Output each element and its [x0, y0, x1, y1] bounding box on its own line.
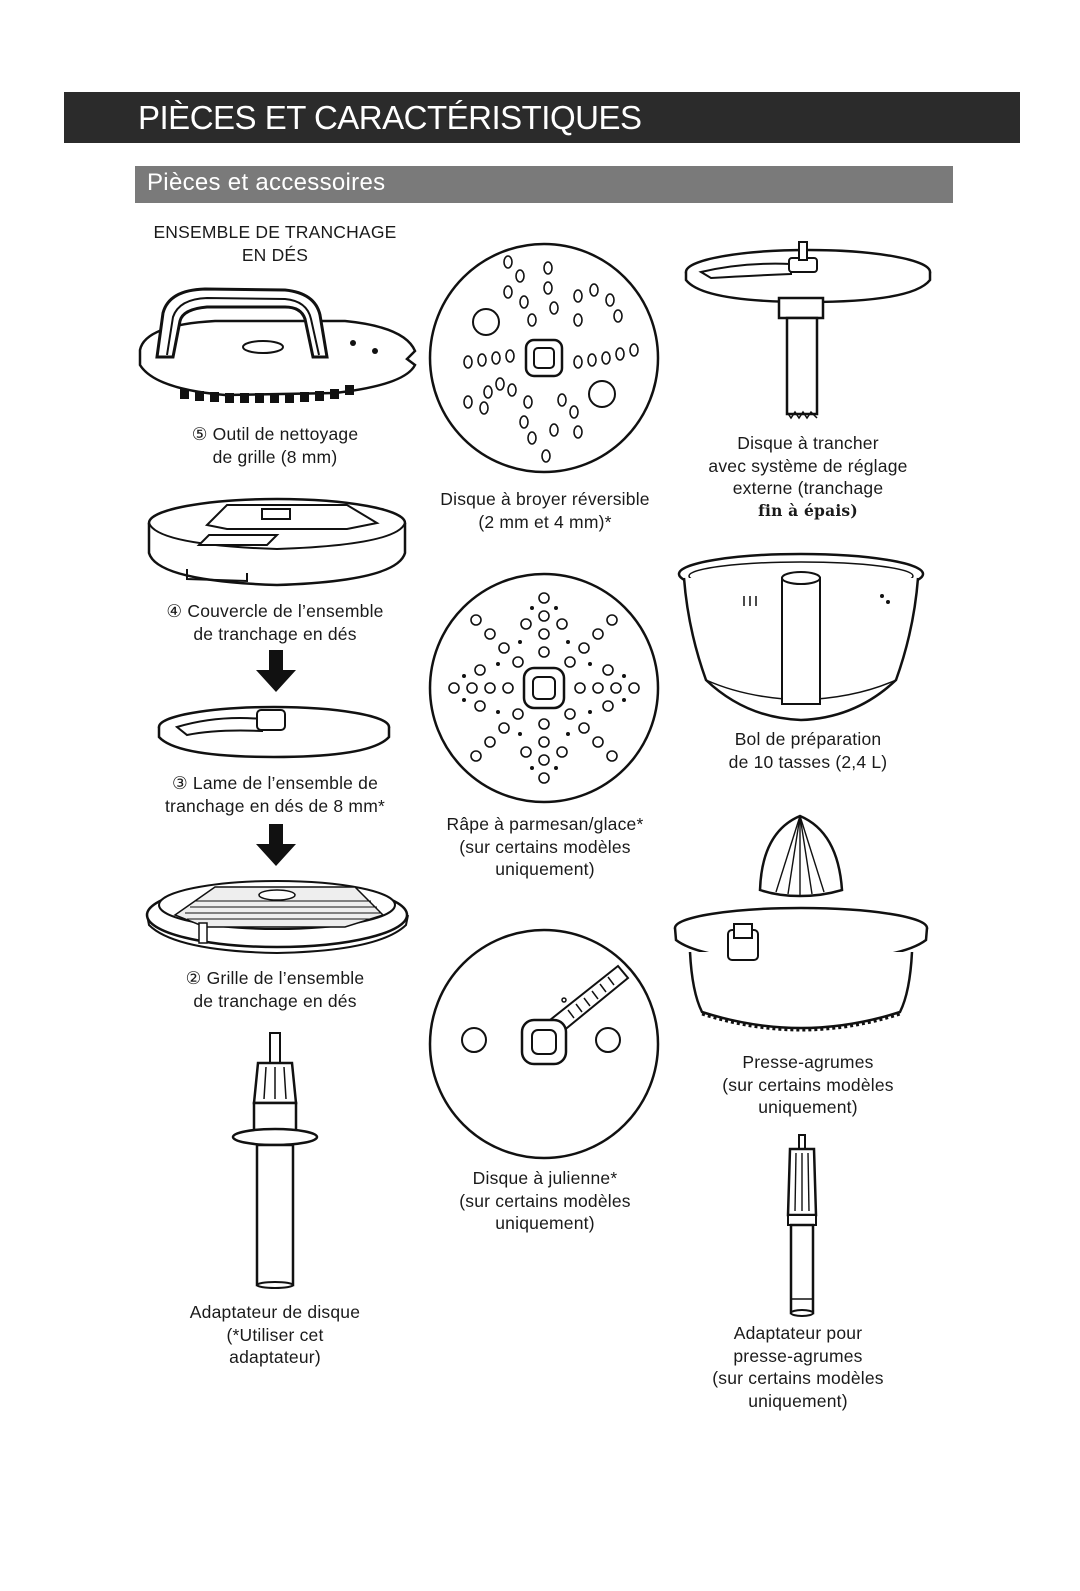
work-bowl-caption: Bol de préparation de 10 tasses (2,4 L) [728, 729, 888, 772]
page-header-bar: PIÈCES ET CARACTÉRISTIQUES [64, 92, 1020, 143]
work-bowl-illustration [676, 550, 926, 725]
dice-cover-caption: ④ Couvercle de l’ensemble de tranchage e… [166, 601, 384, 644]
slicing-disc-caption: Disque à trancher avec système de réglag… [708, 433, 908, 520]
down-arrow-icon [256, 824, 296, 866]
dice-grid-illustration [145, 875, 410, 955]
dice-grid-caption: ② Grille de l’ensemble de tranchage en d… [185, 968, 365, 1011]
section-header-bar: Pièces et accessoires [135, 166, 953, 203]
julienne-disc-illustration [428, 928, 660, 1160]
page-title: PIÈCES ET CARACTÉRISTIQUES [138, 99, 642, 136]
dice-blade-caption: ③ Lame de l’ensemble de tranchage en dés… [165, 773, 385, 816]
section-title: Pièces et accessoires [147, 169, 386, 196]
assembly-title: ENSEMBLE DE TRANCHAGE EN DÉS [153, 222, 397, 265]
dice-blade-illustration [157, 705, 392, 760]
cleaning-tool-caption: ⑤ Outil de nettoyage de grille (8 mm) [191, 424, 359, 467]
parmesan-grater-illustration [428, 572, 660, 804]
disc-adapter-illustration [230, 1033, 320, 1293]
citrus-press-caption: Presse-agrumes (sur certains modèles uni… [722, 1052, 894, 1117]
cleaning-tool-illustration [135, 285, 420, 403]
citrus-adapter-illustration [782, 1135, 822, 1320]
shredding-disc-caption: Disque à broyer réversible (2 mm et 4 mm… [440, 489, 650, 532]
slicing-disc-illustration [683, 236, 933, 426]
julienne-disc-caption: Disque à julienne* (sur certains modèles… [459, 1168, 631, 1233]
citrus-adapter-caption: Adaptateur pour presse-agrumes (sur cert… [712, 1323, 884, 1411]
citrus-press-illustration [672, 812, 930, 1037]
disc-adapter-caption: Adaptateur de disque (*Utiliser cet adap… [189, 1302, 361, 1367]
dice-cover-illustration [147, 493, 407, 593]
parmesan-grater-caption: Râpe à parmesan/glace* (sur certains mod… [446, 814, 644, 879]
shredding-disc-illustration [428, 242, 660, 474]
down-arrow-icon [256, 650, 296, 692]
